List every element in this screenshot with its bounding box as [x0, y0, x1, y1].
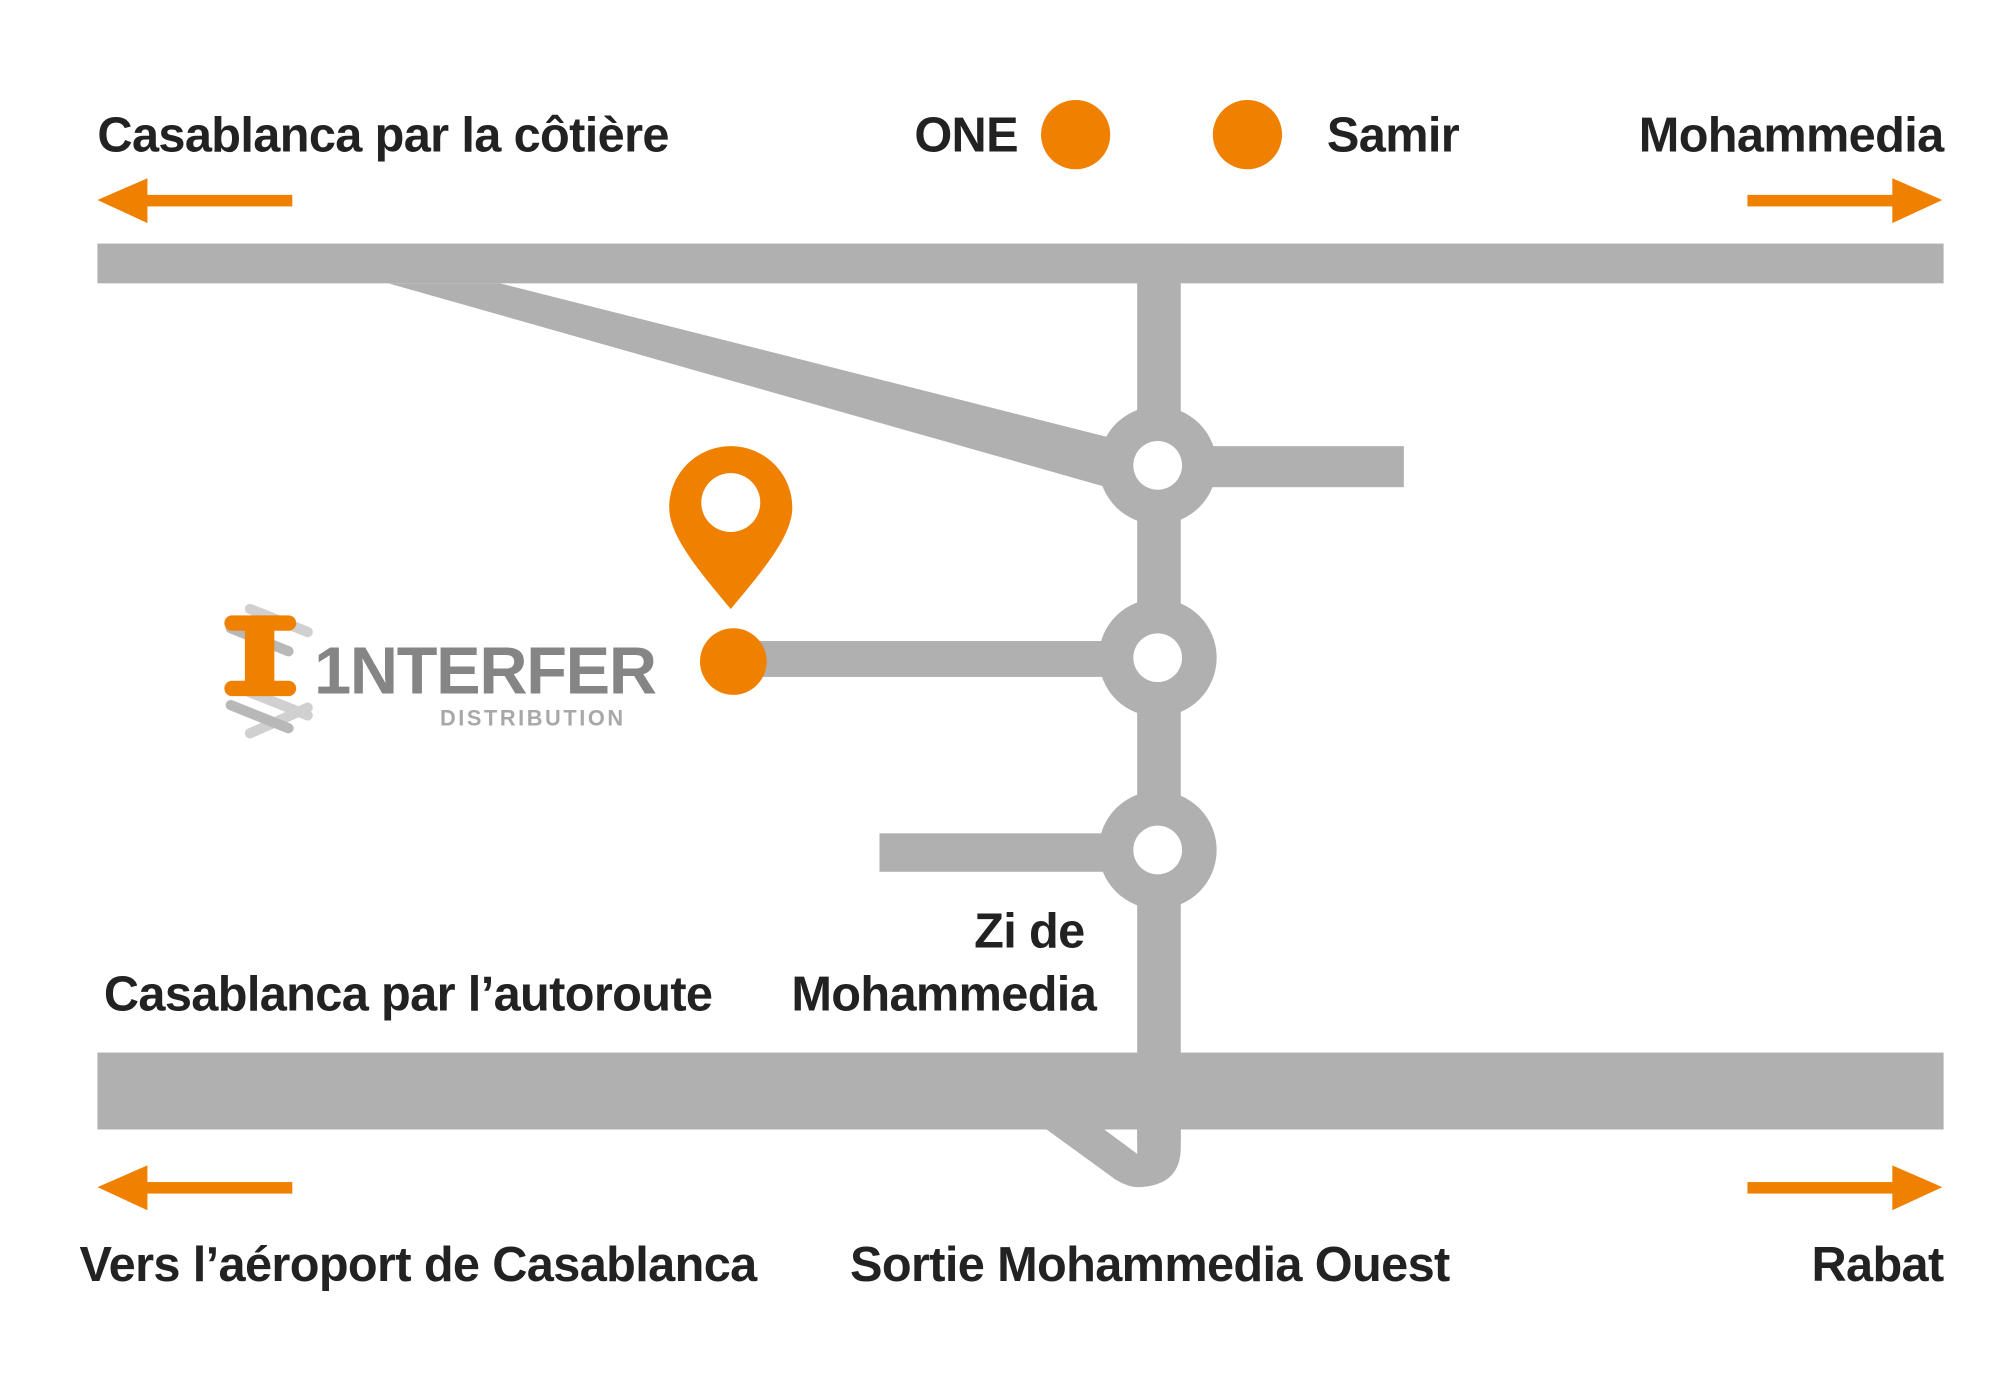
- label-mohammedia: Mohammedia: [1639, 108, 1945, 162]
- label-coastal-casablanca: Casablanca par la côtière: [97, 108, 668, 162]
- samir-marker: [1212, 100, 1283, 170]
- arrow-left-icon: [97, 178, 293, 224]
- label-samir: Samir: [1327, 108, 1460, 162]
- east-stub-road: [1192, 446, 1404, 488]
- label-rabat: Rabat: [1811, 1238, 1944, 1292]
- interfer-logo: 1NTERFER DISTRIBUTION: [224, 603, 657, 739]
- interfer-access-road: [756, 641, 1116, 677]
- diagonal-road: [388, 283, 1129, 490]
- label-zi-line2: Mohammedia: [791, 967, 1097, 1021]
- label-airport: Vers l’aéroport de Casablanca: [79, 1238, 758, 1292]
- label-autoroute: Casablanca par l’autoroute: [104, 967, 713, 1021]
- label-zi-line1: Zi de: [974, 904, 1084, 958]
- roads: [97, 243, 1944, 1188]
- interfer-location-dot: [700, 628, 767, 695]
- roundabout-north: [1098, 406, 1217, 525]
- coastal-road: [97, 243, 1944, 284]
- highway: [97, 1052, 1944, 1130]
- arrow-left-icon: [97, 1165, 293, 1211]
- label-exit-west: Sortie Mohammedia Ouest: [850, 1238, 1450, 1292]
- one-marker: [1041, 100, 1111, 170]
- arrow-right-icon: [1747, 1165, 1943, 1211]
- arrow-right-icon: [1747, 178, 1943, 224]
- logo-tagline: DISTRIBUTION: [440, 706, 626, 731]
- label-one: ONE: [914, 108, 1018, 162]
- exit-ramp: [1044, 1128, 1181, 1188]
- roundabout-middle: [1098, 598, 1217, 717]
- roundabout-south: [1098, 791, 1217, 909]
- map-pin-icon: [669, 446, 793, 609]
- zi-stub-road: [879, 833, 1111, 872]
- logo-name: 1NTERFER: [314, 635, 656, 709]
